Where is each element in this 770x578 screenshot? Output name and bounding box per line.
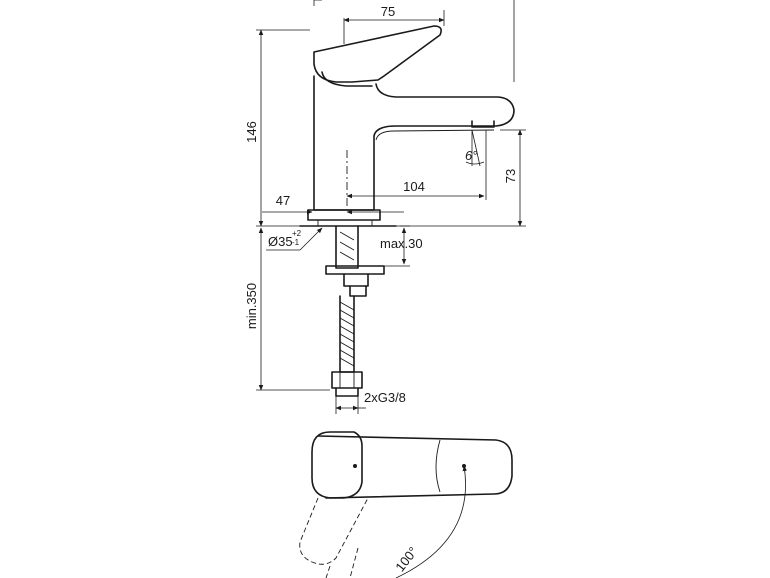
thread-mark [339,231,355,241]
label-rotation-angle: 100° [392,544,420,574]
hose-end-fitting [335,387,359,397]
label-hole-diameter: Ø35 [268,234,293,249]
handle-neck [321,71,373,87]
braided-hose [339,295,355,373]
dimension-labels: 75 146 6° 73 47 104 Ø35 +2 -1 max.30 min… [244,4,518,405]
threaded-shank [335,225,359,269]
fixing-plate [325,265,385,275]
label-left-offset: 47 [276,193,290,208]
label-hole-tol-plus: +2 [292,229,302,238]
base-plate [307,209,381,221]
label-max-deck: max.30 [380,236,423,251]
label-height-total: 146 [244,121,259,143]
label-top-width: 75 [381,4,395,19]
spout-inner [375,129,495,141]
top-body-edge [435,439,441,493]
hose-braid [339,301,355,367]
faucet-side-view [299,25,515,227]
dimension-lines [256,0,526,414]
label-spout-height: 73 [503,169,518,183]
rotated-handle-tail [349,547,359,578]
hose-coupling-top [349,285,367,297]
angle-arc [465,161,485,165]
handle-lever [313,25,442,83]
thread-mark [339,241,355,251]
mounting-assembly [325,225,385,397]
label-spout-reach: 104 [403,179,425,194]
leader-hole-diameter [299,227,323,251]
rotation-arc [395,465,468,578]
angle-leg [471,129,481,167]
top-body [317,435,513,499]
label-spout-angle: 6° [465,148,477,163]
rotated-handle-tail [325,565,331,578]
hose-end-nut [331,371,363,389]
rotated-handle-outline [299,497,369,565]
thread-mark [339,251,355,261]
handle-center-dot [353,464,357,468]
faucet-top-view: 100° [299,431,513,578]
faucet-body [313,75,515,211]
label-hole-tol-minus: -1 [292,238,300,247]
aerator [471,120,495,128]
label-connection: 2xG3/8 [364,390,406,405]
label-min-hose: min.350 [244,283,259,329]
fixing-nut [343,273,369,287]
